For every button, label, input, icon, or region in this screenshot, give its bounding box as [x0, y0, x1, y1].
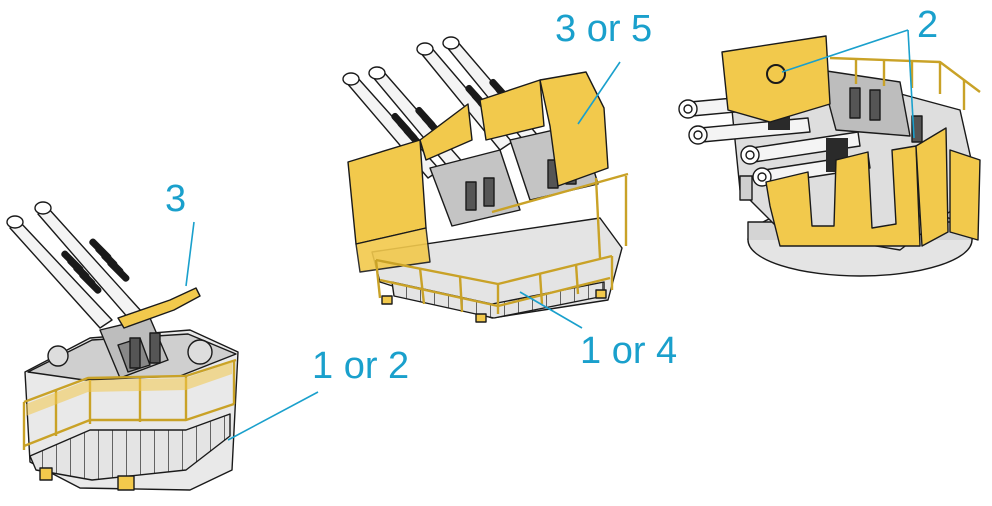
callout-label-2: 2	[917, 4, 939, 46]
callout-label-3-left: 3	[165, 178, 187, 220]
right-gun-mount	[678, 35, 981, 277]
callout-label-3-or-5: 3 or 5	[555, 8, 653, 50]
callout-label-1-or-2: 1 or 2	[312, 345, 410, 387]
callout-label-1-or-4: 1 or 4	[580, 330, 678, 372]
leader-line-3-or-5	[577, 61, 621, 125]
leader-line-2-b	[907, 29, 915, 139]
leader-line-1-or-4	[519, 291, 583, 329]
leader-lines	[185, 29, 915, 441]
middle-gun-mount	[342, 36, 629, 323]
left-gun-mount	[6, 201, 239, 491]
leader-line-3-left	[185, 221, 195, 287]
leader-line-2-a	[781, 29, 909, 73]
leader-line-1-or-2	[227, 391, 319, 441]
